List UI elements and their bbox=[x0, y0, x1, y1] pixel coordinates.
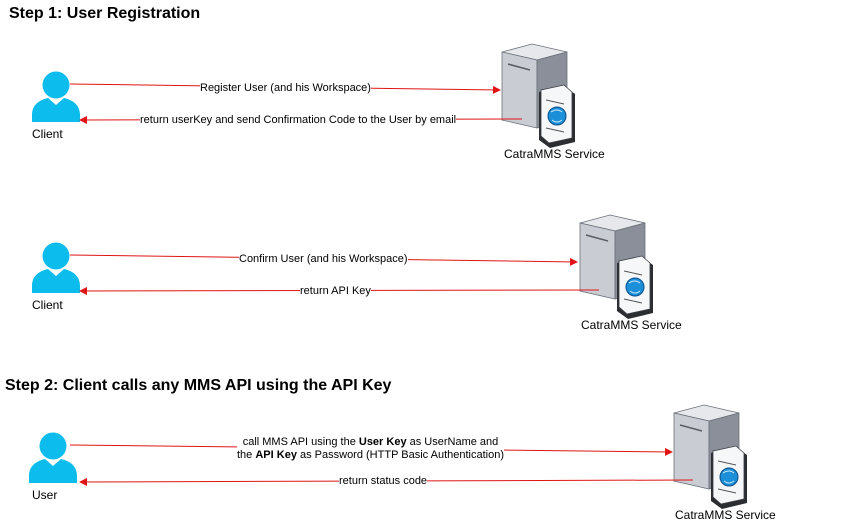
request-line-2: the API Key as Password (HTTP Basic Auth… bbox=[237, 449, 504, 462]
client-actor-icon bbox=[32, 242, 80, 293]
service-label: CatraMMS Service bbox=[581, 318, 682, 332]
request-text: call MMS API using the bbox=[242, 436, 359, 448]
client-actor-icon bbox=[32, 71, 80, 122]
step-2-title: Step 2: Client calls any MMS API using t… bbox=[5, 377, 392, 394]
request-message: Register User (and his Workspace) bbox=[200, 82, 371, 95]
request-text: as Password (HTTP Basic Authentication) bbox=[296, 449, 504, 461]
server-icon bbox=[673, 404, 748, 510]
request-line-1: call MMS API using the User Key as UserN… bbox=[237, 436, 504, 449]
server-icon bbox=[501, 43, 576, 149]
actor-label: Client bbox=[32, 127, 63, 141]
step-1-title: Step 1: User Registration bbox=[9, 5, 201, 22]
request-emphasis: User Key bbox=[358, 436, 407, 448]
request-emphasis: API Key bbox=[255, 449, 297, 461]
service-label: CatraMMS Service bbox=[675, 508, 776, 522]
service-label: CatraMMS Service bbox=[504, 147, 605, 161]
actor-label: Client bbox=[32, 298, 63, 312]
actor-label: User bbox=[32, 488, 58, 502]
response-message: return userKey and send Confirmation Cod… bbox=[140, 114, 457, 127]
request-text: the bbox=[237, 449, 256, 461]
request-text: as UserName and bbox=[406, 436, 499, 448]
user-actor-icon bbox=[29, 432, 77, 483]
request-message: Confirm User (and his Workspace) bbox=[239, 253, 408, 266]
request-message: call MMS API using the User Key as UserN… bbox=[237, 436, 504, 462]
response-message: return status code bbox=[339, 475, 428, 488]
server-icon bbox=[579, 214, 654, 320]
response-message: return API Key bbox=[300, 285, 371, 298]
